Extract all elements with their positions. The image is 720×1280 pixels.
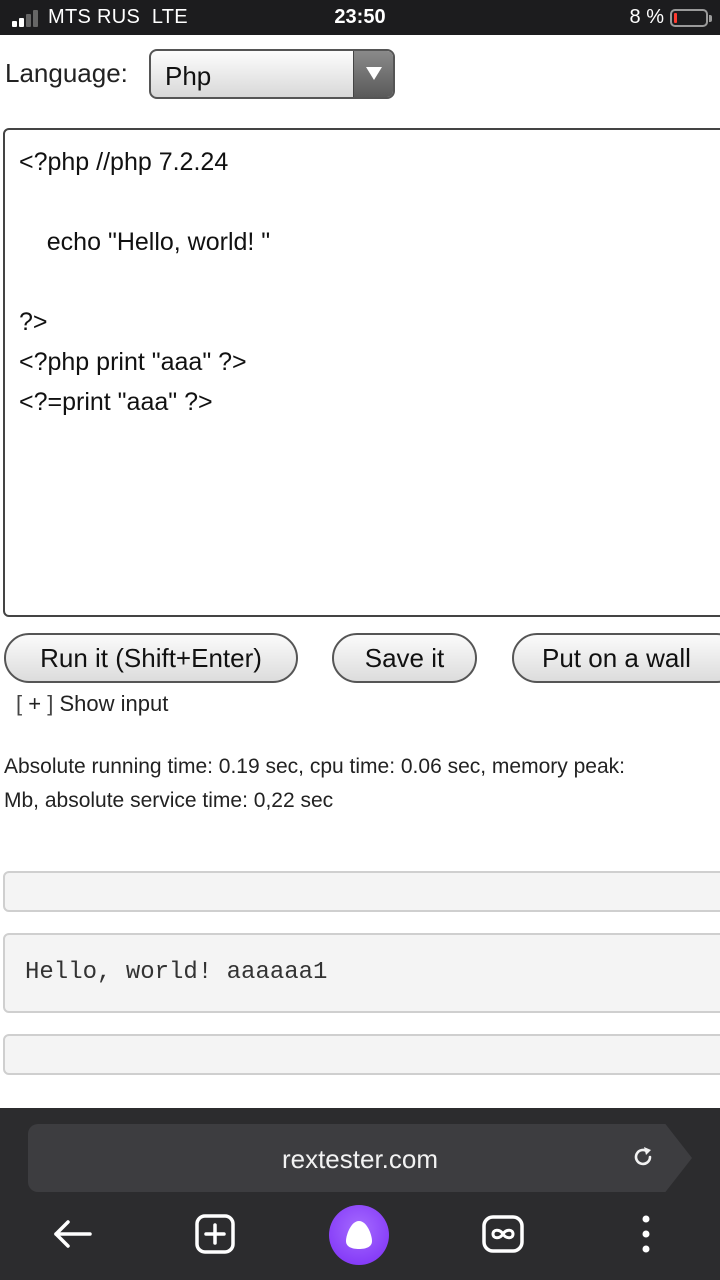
code-line: <?php print "aaa" ?>	[19, 348, 247, 376]
status-time: 23:50	[334, 6, 386, 28]
code-editor[interactable]: <?php //php 7.2.24 echo "Hello, world! "…	[3, 128, 720, 617]
code-line: <?=print "aaa" ?>	[19, 388, 213, 416]
address-bar[interactable]: rextester.com	[28, 1124, 692, 1192]
output-box: Hello, world! aaaaaa1	[3, 933, 720, 1013]
tabs-icon[interactable]	[479, 1210, 527, 1258]
code-line: <?php //php 7.2.24	[19, 148, 229, 176]
bracket-close: ]	[47, 691, 54, 716]
stats-line-1: Absolute running time: 0.19 sec, cpu tim…	[4, 755, 625, 778]
language-selected-value: Php	[165, 61, 212, 91]
code-line	[19, 262, 717, 302]
language-label: Language:	[5, 58, 128, 88]
language-select[interactable]: Php	[149, 49, 395, 99]
battery-icon	[670, 9, 712, 27]
save-button[interactable]: Save it	[332, 633, 477, 683]
show-input-label: Show input	[59, 691, 169, 716]
code-line	[19, 182, 717, 222]
errors-box	[3, 1034, 720, 1075]
new-tab-icon[interactable]	[191, 1210, 239, 1258]
bracket-open: [	[16, 691, 23, 716]
carrier-label: MTS RUS LTE	[48, 6, 188, 29]
network-type: LTE	[151, 6, 188, 28]
url-text: rextester.com	[281, 1144, 439, 1174]
warnings-box	[3, 871, 720, 912]
more-menu-icon[interactable]	[622, 1210, 670, 1258]
carrier-name: MTS RUS	[48, 6, 141, 28]
run-statistics: Absolute running time: 0.19 sec, cpu tim…	[4, 750, 720, 818]
stats-line-2: Mb, absolute service time: 0,22 sec	[4, 789, 334, 812]
put-on-wall-button[interactable]: Put on a wall	[512, 633, 720, 683]
back-arrow-icon[interactable]	[48, 1210, 96, 1258]
signal-strength-icon	[12, 9, 44, 27]
code-line: ?>	[19, 308, 48, 336]
output-text: Hello, world! aaaaaa1	[25, 959, 328, 986]
plus-icon: +	[28, 691, 42, 716]
run-button[interactable]: Run it (Shift+Enter)	[4, 633, 298, 683]
code-line: echo "Hello, world! "	[19, 228, 271, 256]
browser-toolbar: rextester.com	[0, 1108, 720, 1280]
reload-icon[interactable]	[630, 1144, 656, 1170]
show-input-toggle[interactable]: [ + ] Show input	[16, 691, 168, 717]
battery-percent: 8 %	[629, 6, 664, 28]
alice-assistant-icon[interactable]	[329, 1205, 389, 1265]
dropdown-arrow-icon[interactable]	[353, 51, 393, 97]
status-bar: MTS RUS LTE 23:50 8 %	[0, 0, 720, 35]
